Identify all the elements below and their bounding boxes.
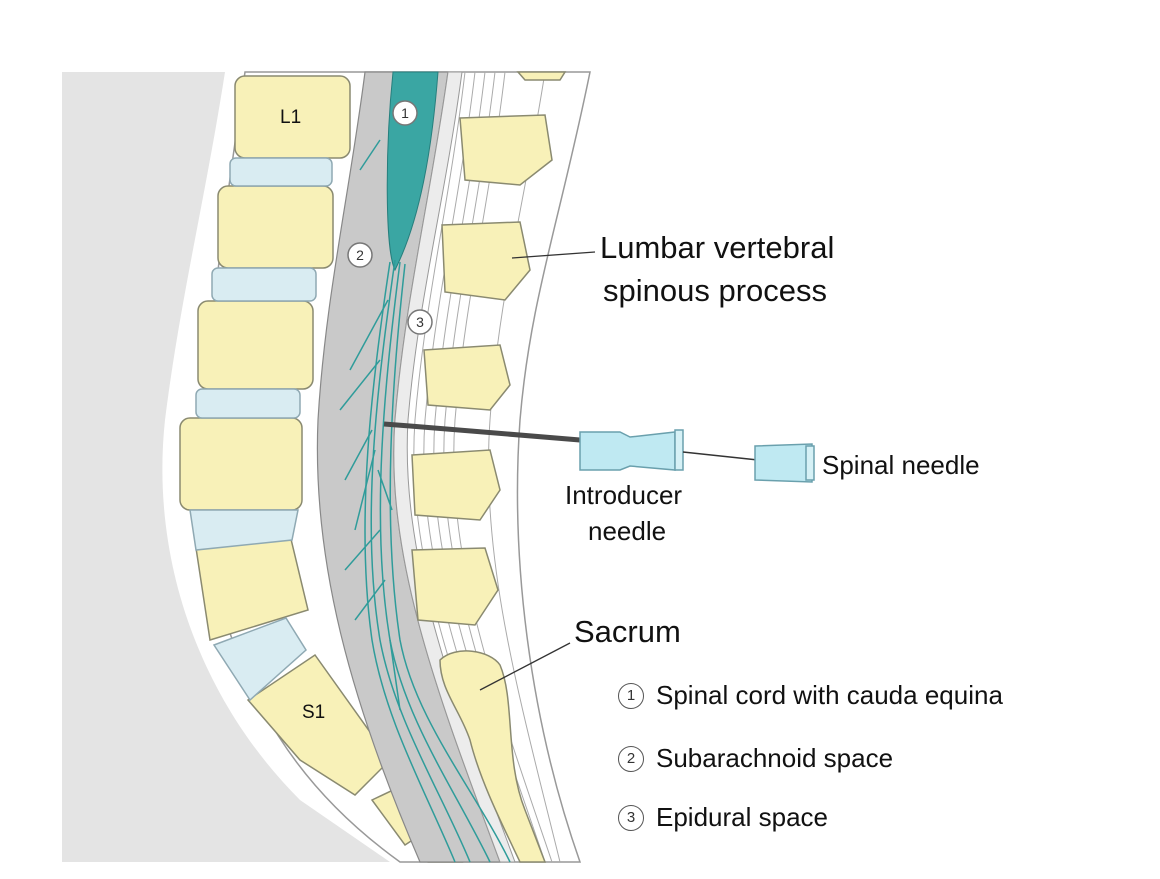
disc-5 bbox=[212, 617, 307, 702]
label-introducer-line1: Introducer bbox=[565, 480, 683, 510]
vertebra-l2 bbox=[217, 185, 334, 269]
spinous-process-0 bbox=[516, 71, 567, 81]
label-spinal-needle: Spinal needle bbox=[822, 450, 980, 480]
marker-2-text: 2 bbox=[356, 247, 364, 263]
label-lumbar-line2: spinous process bbox=[603, 273, 828, 308]
spinous-processes bbox=[411, 71, 567, 863]
legend-item-1: 1 Spinal cord with cauda equina bbox=[618, 680, 1003, 711]
leader-lines bbox=[479, 251, 596, 691]
legend-num-2: 2 bbox=[618, 745, 644, 772]
vertebra-s1 bbox=[246, 653, 391, 796]
leader-lumbar bbox=[511, 251, 596, 259]
label-s1: S1 bbox=[302, 702, 326, 723]
vertebra-l3 bbox=[197, 300, 314, 390]
disc-3 bbox=[195, 388, 301, 419]
legend-text-2: Subarachnoid space bbox=[656, 743, 894, 773]
spinous-process-5 bbox=[411, 547, 499, 626]
marker-1-circle bbox=[392, 100, 418, 126]
marker-2-circle bbox=[347, 242, 373, 268]
disc-4 bbox=[189, 509, 299, 551]
label-lumbar-line1: Lumbar vertebral bbox=[600, 230, 835, 265]
legend-text-3: Epidural space bbox=[656, 802, 828, 832]
legend-text-1: Spinal cord with cauda equina bbox=[656, 680, 1003, 710]
cauda-equina-nerves bbox=[339, 139, 511, 863]
intervertebral-discs bbox=[189, 157, 333, 702]
spinous-process-2 bbox=[441, 221, 531, 301]
legend-item-3: 3 Epidural space bbox=[618, 802, 828, 833]
marker-1-text: 1 bbox=[401, 105, 409, 121]
sacrum-shape bbox=[439, 650, 547, 863]
marker-3-text: 3 bbox=[416, 314, 424, 330]
introducer-needle bbox=[383, 421, 684, 471]
leader-sacrum bbox=[479, 642, 571, 691]
background-tissue bbox=[62, 72, 390, 862]
numbered-markers: 1 2 3 bbox=[347, 100, 433, 335]
disc-2 bbox=[211, 267, 317, 302]
legend-num-3: 3 bbox=[618, 804, 644, 831]
label-l1: L1 bbox=[280, 107, 302, 128]
marker-3-circle bbox=[407, 309, 433, 335]
spinous-process-1 bbox=[459, 114, 553, 186]
vertebra-l4 bbox=[179, 417, 303, 511]
legend-item-2: 2 Subarachnoid space bbox=[618, 743, 893, 774]
disc-1 bbox=[229, 157, 333, 187]
spinous-process-3 bbox=[423, 344, 511, 411]
label-introducer-line2: needle bbox=[588, 516, 667, 546]
spinous-process-4 bbox=[411, 449, 501, 521]
spinal-needle bbox=[682, 443, 815, 483]
label-sacrum: Sacrum bbox=[574, 614, 681, 649]
legend-num-1: 1 bbox=[618, 682, 644, 709]
